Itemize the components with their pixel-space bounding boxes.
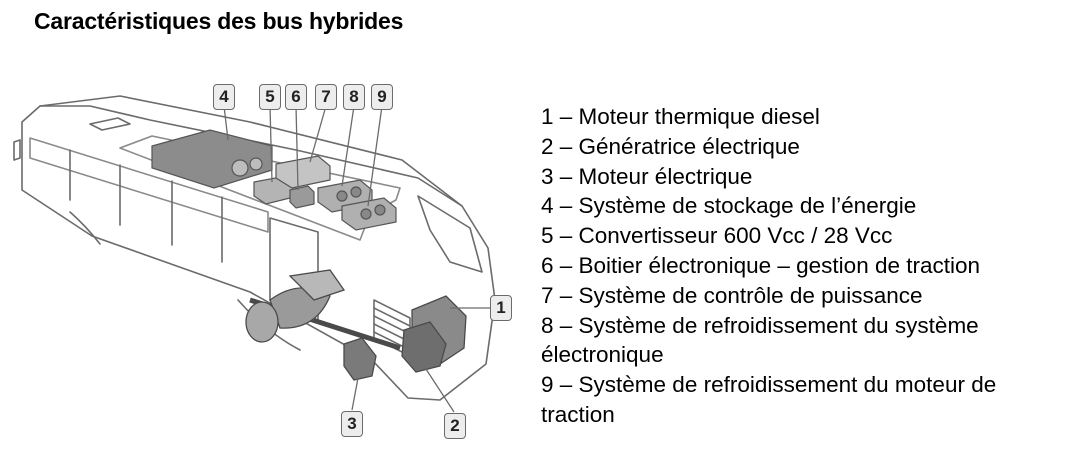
legend-item-3: 3 – Moteur électrique	[541, 163, 753, 189]
generator	[401, 321, 447, 373]
legend-item-9: 9 – Système de refroidissement du moteur…	[541, 372, 997, 427]
legend-item-8: 8 – Système de refroidissement du systèm…	[541, 312, 979, 368]
legend-item-5: 5 – Convertisseur 600 Vcc / 28 Vcc	[541, 223, 893, 249]
legend-item-1: 1 – Moteur thermique diesel	[541, 104, 820, 129]
roof-panel	[119, 135, 401, 241]
bus-cutaway-illustration: 4 5 6 7 8 9 1 3 2	[0, 0, 530, 460]
legend-item-6: 6 – Boitier électronique – gestion de tr…	[541, 252, 981, 278]
callout-3: 3	[341, 411, 363, 437]
suspension-arm	[288, 269, 346, 301]
callout-5: 5	[259, 84, 281, 110]
callout-2: 2	[444, 413, 466, 439]
bus-drawing	[13, 95, 496, 413]
callout-1: 1	[490, 295, 512, 321]
rear-window	[417, 195, 483, 273]
callout-4: 4	[213, 84, 235, 110]
traction-box	[289, 185, 315, 209]
rear-wheel-hub	[245, 301, 279, 343]
bus-roof	[39, 95, 463, 207]
component-legend: 1 – Moteur thermique diesel 2 – Génératr…	[541, 102, 1061, 430]
front-wheel-arch	[69, 211, 101, 245]
side-windows	[29, 137, 269, 233]
roof-hatch	[89, 117, 131, 131]
mirror	[13, 139, 21, 161]
callout-8: 8	[343, 84, 365, 110]
storage-connector	[231, 159, 249, 177]
diagram-title: Caractéristiques des bus hybrides	[34, 8, 404, 34]
legend-item-7: 7 – Système de contrôle de puissance	[541, 282, 923, 308]
leader-lines	[223, 105, 490, 413]
callout-6: 6	[285, 84, 307, 110]
legend-item-2: 2 – Génératrice électrique	[541, 133, 800, 159]
callout-9: 9	[371, 84, 393, 110]
legend-item-4: 4 – Système de stockage de l’énergie	[541, 193, 917, 219]
electric-motor	[343, 337, 377, 381]
callout-7: 7	[315, 84, 337, 110]
power-control-unit	[275, 155, 331, 189]
